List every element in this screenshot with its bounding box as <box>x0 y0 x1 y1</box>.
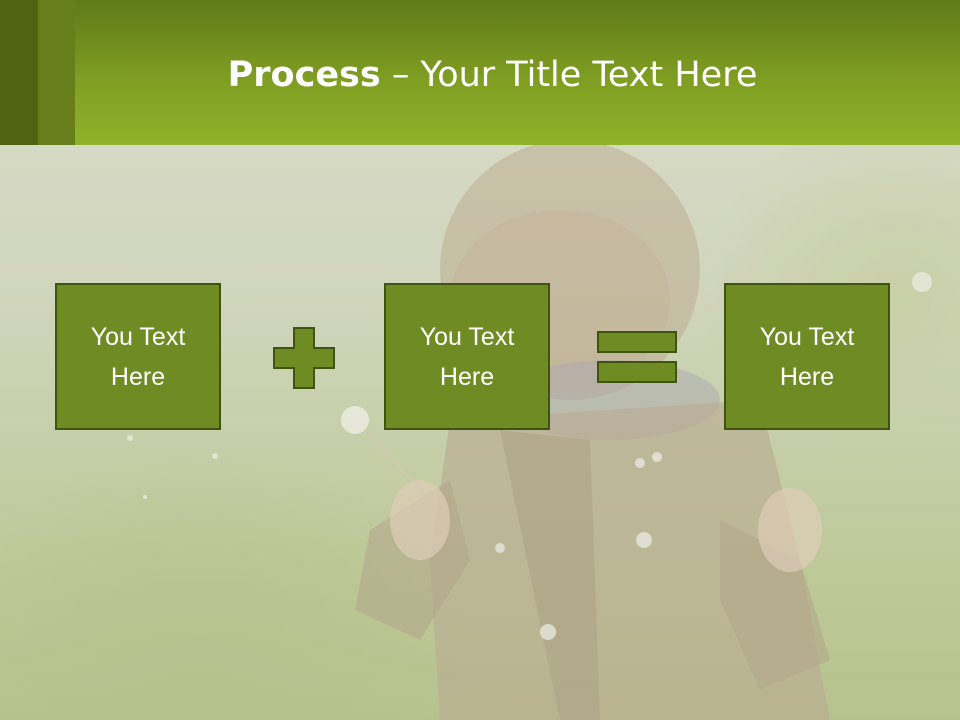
process-box-1[interactable]: You Text Here <box>55 283 221 430</box>
process-box-2-line1: You Text <box>419 322 515 351</box>
slide-title: Process – Your Title Text Here <box>0 52 960 98</box>
process-box-2-line2: Here <box>439 362 495 391</box>
process-box-2[interactable]: You Text Here <box>384 283 550 430</box>
process-box-3-line1: You Text <box>759 322 855 351</box>
header-accent-bar-dark <box>0 0 38 145</box>
process-box-3[interactable]: You Text Here <box>724 283 890 430</box>
equals-icon <box>597 331 677 390</box>
process-box-1-line2: Here <box>110 362 166 391</box>
title-rest: – Your Title Text Here <box>380 55 758 95</box>
plus-icon <box>273 327 335 394</box>
process-box-3-line2: Here <box>779 362 835 391</box>
process-box-1-line1: You Text <box>90 322 186 351</box>
title-bar: Process – Your Title Text Here <box>0 0 960 145</box>
header-accent-bar <box>38 0 75 145</box>
title-bold: Process <box>227 55 381 95</box>
